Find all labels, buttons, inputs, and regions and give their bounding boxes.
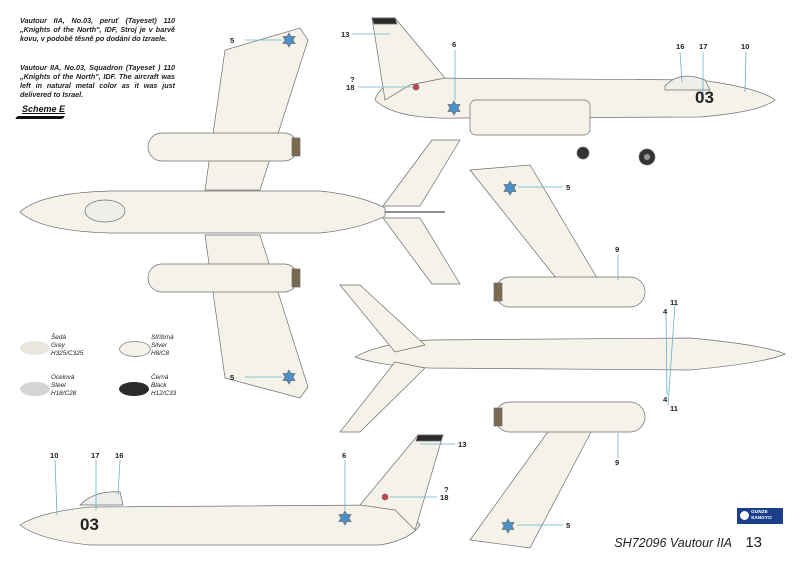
callout-10-side-bottom: 10 [50,451,59,460]
callout-unknown-side-bottom: ? [444,485,449,494]
callout-6-side-bottom: 6 [342,451,347,460]
callout-13-side-top: 13 [341,30,350,39]
side-bottom-canopy [79,491,124,506]
bottom-stabilizer-lower [339,361,426,433]
callout-9-bottom-upper: 9 [615,245,620,254]
side-view-bottom-aircraft [19,434,444,546]
callout-4-lower: 4 [663,395,668,404]
description-czech: Vautour IIA, No.03, peruť (Tayeset) 110 … [20,16,175,43]
side-top-canopy [664,75,711,91]
callout-11-upper: 11 [670,298,679,307]
callout-5-bottom-upper: 5 [566,183,571,192]
callout-lines [54,33,747,526]
bottom-nacelle-upper [494,276,646,308]
aircraft-number-top: 03 [695,88,714,107]
callout-unknown-side-top: ? [350,75,355,84]
callout-5-bottom-lower: 5 [566,521,571,530]
page-number: 13 [745,534,762,551]
swatch-steel [20,382,50,396]
callout-17-side-top: 17 [699,42,708,51]
gunze-sangyo-logo: GUNZE SANGYO [737,508,783,524]
top-stabilizer-upper [382,139,461,207]
bottom-wing-upper [469,164,601,284]
side-top-engine [469,99,591,136]
bottom-view-aircraft [339,164,786,549]
callout-17-side-bottom: 17 [91,451,100,460]
callout-9-bottom-lower: 9 [615,458,620,467]
callout-5-top-upper: 5 [230,36,235,45]
description-english: Vautour IIA, No.03, Squadron (Tayeset ) … [20,63,175,99]
callout-18-side-bottom: 18 [440,493,449,502]
top-nacelle-upper [147,132,299,162]
bottom-nacelle-lower [494,401,646,433]
logo-emblem-icon [740,511,749,520]
top-nacelle-lower [147,263,299,293]
top-stabilizer-lower [382,217,461,285]
top-canopy [84,199,126,223]
callout-10-side-top: 10 [741,42,750,51]
bottom-stabilizer-upper [339,284,426,353]
swatch-grey [20,341,50,355]
callout-5-top-lower: 5 [230,373,235,382]
footer-title: SH72096 Vautour IIA [614,536,732,550]
callout-13-side-bottom: 13 [458,440,467,449]
squadron-badge-bottom [381,493,389,501]
side-bottom-fuselage [19,504,421,546]
scheme-label: Scheme E [22,104,66,114]
callout-16-side-bottom: 16 [115,451,124,460]
callout-4-upper: 4 [663,307,668,316]
side-view-top-aircraft [371,17,776,166]
callout-16-side-top: 16 [676,42,685,51]
callout-18-side-top: 18 [346,83,355,92]
callout-11-lower: 11 [670,404,679,413]
callout-6-side-top: 6 [452,40,457,49]
squadron-badge-top [412,83,420,91]
bottom-wing-lower [469,414,601,549]
top-fuselage [19,190,386,234]
top-wing-upper [204,27,309,191]
swatch-black [119,382,149,396]
top-view-aircraft [19,27,461,399]
aircraft-number-bottom: 03 [80,515,99,534]
swatch-silver [119,341,151,357]
